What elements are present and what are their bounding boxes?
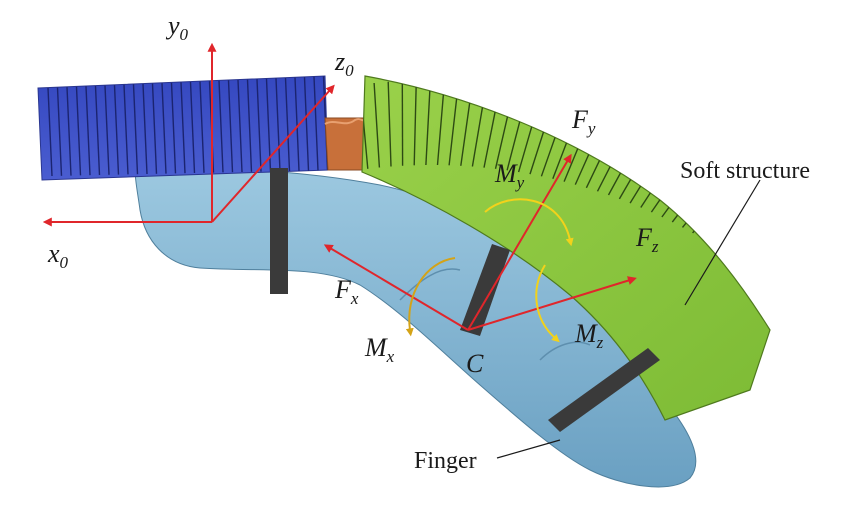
- blue-rib: [75, 86, 82, 176]
- green-rib: [749, 204, 770, 271]
- blue-rib: [151, 83, 158, 174]
- blue-rib: [303, 77, 310, 171]
- my-moment-arrow: [484, 198, 574, 247]
- soft-structure-label: Soft structure: [680, 158, 810, 184]
- mz-label: Mz: [574, 319, 604, 352]
- base-frame-axes: [42, 42, 335, 227]
- green-rib: [740, 196, 770, 265]
- z0-label: z0: [334, 47, 354, 80]
- green-rib: [721, 181, 770, 252]
- blue-rib: [161, 83, 167, 174]
- blue-rib: [142, 83, 148, 175]
- y0-label: y0: [165, 11, 189, 44]
- green-rib: [362, 84, 369, 169]
- mx-label: Mx: [364, 333, 395, 366]
- blue-rib: [237, 79, 243, 173]
- strap-3: [548, 348, 660, 432]
- green-rib: [711, 173, 770, 246]
- green-rib: [425, 79, 432, 166]
- strap-1: [270, 168, 288, 294]
- soft-structure-leader-line: [684, 179, 761, 306]
- connector-segment: [324, 117, 366, 171]
- blue-rib: [85, 86, 91, 176]
- blue-rib: [123, 84, 129, 175]
- blue-rib: [104, 85, 110, 175]
- green-rib: [731, 188, 770, 258]
- mx-moment-arrow: [405, 257, 456, 337]
- blue-rib: [294, 77, 300, 171]
- my-label: My: [494, 159, 525, 192]
- moment-arrows: [405, 198, 574, 343]
- blue-rib: [313, 76, 319, 171]
- blue-rib: [113, 85, 120, 175]
- x0-label: x0: [47, 239, 69, 272]
- finger-label: Finger: [414, 448, 477, 474]
- green-rib: [629, 124, 679, 204]
- blue-rib: [132, 84, 139, 175]
- blue-rib: [170, 82, 177, 174]
- blue-rib: [66, 87, 72, 176]
- z0-axis-arrow: [211, 84, 335, 223]
- fz-arrow: [467, 276, 637, 331]
- finger-leader-line: [496, 439, 561, 459]
- force-frame-axes: [323, 153, 637, 331]
- strap-2: [460, 244, 510, 336]
- fy-label: Fy: [571, 105, 596, 138]
- blue-rib: [218, 80, 224, 173]
- fx-arrow: [323, 244, 469, 331]
- blue-rib: [47, 87, 53, 177]
- blue-rib: [275, 78, 281, 172]
- blue-rib: [246, 79, 253, 172]
- blue-rib: [56, 87, 63, 176]
- blue-rib: [180, 82, 186, 174]
- fy-arrow: [467, 153, 572, 331]
- mz-moment-arrow: [535, 264, 560, 343]
- point-c-label: C: [466, 349, 484, 378]
- fx-label: Fx: [334, 275, 359, 308]
- blue-rib: [199, 81, 205, 173]
- blue-rib: [189, 81, 196, 174]
- green-rib: [413, 80, 417, 166]
- green-rib: [387, 81, 392, 167]
- green-rib: [758, 212, 770, 278]
- blue-rib: [94, 85, 101, 176]
- fz-label: Fz: [635, 223, 659, 256]
- blue-rib: [284, 77, 291, 172]
- green-rib: [373, 82, 381, 168]
- blue-segment: [37, 75, 329, 181]
- blue-rib: [227, 80, 234, 173]
- blue-rib: [256, 79, 262, 172]
